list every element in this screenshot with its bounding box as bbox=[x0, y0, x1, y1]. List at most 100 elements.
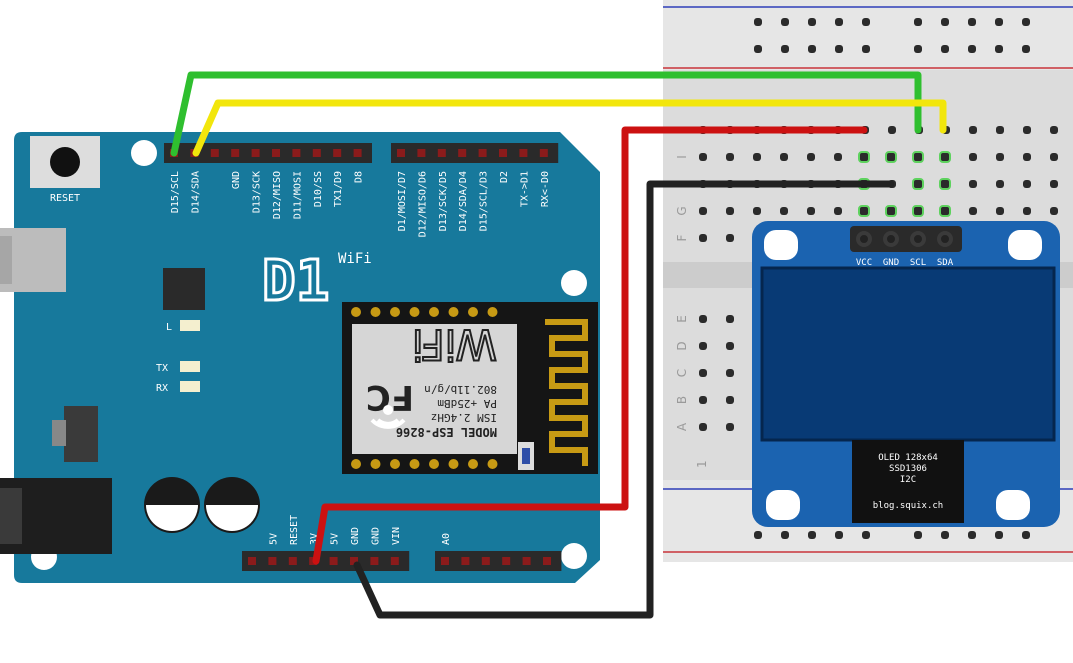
breadboard-hole bbox=[995, 18, 1003, 26]
module-pads bbox=[351, 307, 498, 469]
breadboard-hole bbox=[888, 126, 896, 134]
breadboard-hole bbox=[754, 531, 762, 539]
header-pin[interactable] bbox=[397, 149, 405, 157]
breadboard-hole bbox=[1050, 153, 1058, 161]
breadboard-hole bbox=[941, 531, 949, 539]
breadboard-hole bbox=[1022, 18, 1030, 26]
breadboard-row-label: B bbox=[675, 396, 689, 404]
header-pin[interactable] bbox=[437, 149, 446, 157]
header-pin[interactable] bbox=[292, 149, 301, 157]
mount-hole bbox=[764, 230, 798, 260]
header-pin[interactable] bbox=[231, 149, 240, 157]
breadboard-hole bbox=[808, 531, 816, 539]
module-pad bbox=[351, 307, 361, 317]
header-pin[interactable] bbox=[390, 557, 399, 565]
module-pad bbox=[487, 459, 498, 469]
pin-label: 5V bbox=[330, 533, 341, 545]
module-standard: 802.11b/g/n bbox=[424, 383, 497, 396]
module-pad bbox=[448, 459, 459, 469]
breadboard-hole bbox=[754, 18, 762, 26]
header-pin[interactable] bbox=[370, 557, 379, 565]
breadboard-row-label: I bbox=[675, 155, 689, 159]
header-pin[interactable] bbox=[543, 557, 551, 565]
breadboard-hole bbox=[726, 207, 734, 215]
header-pin[interactable] bbox=[312, 149, 321, 157]
breadboard-hole bbox=[699, 207, 707, 215]
header-pin[interactable] bbox=[458, 149, 467, 157]
led-l-label: L bbox=[166, 322, 172, 333]
header-pin[interactable] bbox=[499, 149, 507, 157]
breadboard-hole bbox=[726, 153, 734, 161]
pin-label: D12/MISO/D6 bbox=[417, 171, 428, 237]
oled-pin-label: GND bbox=[883, 258, 899, 268]
header-pin[interactable] bbox=[350, 557, 358, 565]
oled-pin-center bbox=[887, 235, 895, 243]
breadboard-hole bbox=[834, 153, 842, 161]
header-pin[interactable] bbox=[329, 557, 338, 565]
header-pin[interactable] bbox=[519, 149, 528, 157]
breadboard-hole-connected bbox=[858, 151, 870, 163]
header-pin[interactable] bbox=[417, 149, 426, 157]
header-pin[interactable] bbox=[461, 557, 470, 565]
header-pin[interactable] bbox=[272, 149, 280, 157]
header-pin[interactable] bbox=[353, 149, 362, 157]
header-pin[interactable] bbox=[539, 149, 548, 157]
wire-sda[interactable] bbox=[192, 99, 947, 157]
dc-jack-front bbox=[0, 488, 22, 544]
breadboard-hole bbox=[699, 369, 707, 377]
module-pad bbox=[468, 307, 478, 317]
oled-pin-center bbox=[860, 235, 868, 243]
module-pad bbox=[487, 307, 498, 317]
pin-label: RESET bbox=[289, 515, 300, 545]
pin-label: GND bbox=[370, 527, 381, 545]
oled-pin-label: SCL bbox=[910, 258, 926, 268]
pin-label: D12/MISO bbox=[272, 171, 283, 219]
header-pin[interactable] bbox=[478, 149, 487, 157]
header-pin[interactable] bbox=[268, 557, 277, 565]
header-bottom-analog: A0 bbox=[435, 533, 562, 571]
breadboard-hole bbox=[780, 153, 788, 161]
module-pad bbox=[429, 307, 439, 317]
header-pin[interactable] bbox=[210, 149, 219, 157]
breadboard-hole bbox=[862, 18, 870, 26]
breadboard-hole bbox=[699, 342, 707, 350]
breadboard-hole bbox=[969, 180, 977, 188]
breadboard-hole bbox=[1022, 531, 1030, 539]
breadboard-hole bbox=[726, 369, 734, 377]
header-pin[interactable] bbox=[441, 557, 449, 565]
breadboard-hole bbox=[914, 45, 922, 53]
oled-header-body bbox=[850, 226, 962, 252]
breadboard-hole bbox=[834, 207, 842, 215]
header-pin[interactable] bbox=[502, 557, 511, 565]
oled-screen bbox=[760, 266, 1056, 442]
breadboard-hole bbox=[862, 45, 870, 53]
pin-label: D10/SS bbox=[313, 171, 324, 207]
breadboard-row-label: D bbox=[675, 341, 689, 350]
wifi-icon bbox=[370, 405, 406, 429]
breadboard-hole bbox=[807, 207, 815, 215]
oled-label-url: blog.squix.ch bbox=[873, 501, 943, 511]
wifi-logo-text: WiFi bbox=[412, 320, 497, 369]
header-pin[interactable] bbox=[522, 557, 531, 565]
module-model: MODEL ESP-8266 bbox=[396, 425, 497, 439]
pin-label: RX<-D0 bbox=[540, 171, 551, 207]
header-pin[interactable] bbox=[251, 149, 260, 157]
breadboard-hole bbox=[726, 234, 734, 242]
power-rail-top bbox=[663, 0, 1073, 70]
breadboard-hole bbox=[699, 423, 707, 431]
header-pin[interactable] bbox=[333, 149, 342, 157]
header-pin[interactable] bbox=[481, 557, 490, 565]
breadboard-hole bbox=[835, 18, 843, 26]
header-pin[interactable] bbox=[288, 557, 297, 565]
wire-gnd[interactable] bbox=[353, 180, 895, 619]
mount-hole bbox=[766, 490, 800, 520]
module-pad bbox=[409, 459, 420, 469]
reset-button-cap[interactable] bbox=[50, 147, 80, 177]
breadboard-row-label: G bbox=[675, 206, 689, 215]
wire-vcc[interactable] bbox=[312, 126, 868, 565]
reset-label: RESET bbox=[50, 193, 80, 204]
module-pad bbox=[351, 459, 361, 469]
header-pin[interactable] bbox=[248, 557, 256, 565]
